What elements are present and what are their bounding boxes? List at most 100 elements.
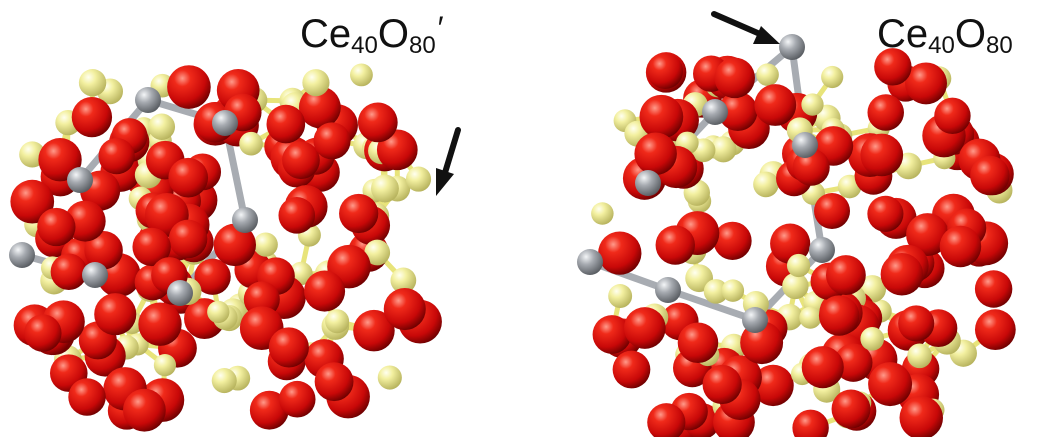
cerium-atom xyxy=(591,202,614,225)
cerium-atom xyxy=(377,365,402,390)
cerium-atom xyxy=(211,368,237,394)
cerium-atom xyxy=(207,300,230,324)
grey-cerium-atom xyxy=(577,249,603,275)
cerium-atom xyxy=(782,272,809,300)
grey-cerium-atom xyxy=(135,87,161,113)
cerium-atom xyxy=(721,279,745,302)
arrow-down-left-icon xyxy=(436,127,461,196)
label-count-2: 80 xyxy=(985,32,1013,59)
oxygen-atom xyxy=(867,94,904,131)
oxygen-atom xyxy=(718,91,758,131)
grey-cerium-atom xyxy=(67,167,93,193)
arrow-down-right-icon xyxy=(711,11,780,44)
right-cluster-model xyxy=(577,34,1016,437)
oxygen-atom xyxy=(592,315,632,354)
oxygen-atom xyxy=(714,57,755,99)
grey-cerium-atom xyxy=(635,170,661,196)
oxygen-atom xyxy=(598,231,642,275)
cerium-atom xyxy=(364,239,391,266)
oxygen-atom xyxy=(974,270,1013,308)
oxygen-atom xyxy=(37,207,76,247)
grey-cerium-atom xyxy=(779,34,805,60)
oxygen-atom xyxy=(168,157,209,198)
cerium-atom xyxy=(239,131,263,156)
left-cluster-model xyxy=(9,63,442,432)
oxygen-atom xyxy=(71,96,113,138)
oxygen-atom xyxy=(792,409,829,437)
oxygen-atom xyxy=(282,141,320,180)
oxygen-atom xyxy=(939,225,982,268)
oxygen-atom xyxy=(84,231,123,270)
oxygen-atom xyxy=(304,270,346,312)
oxygen-atom xyxy=(834,343,873,382)
oxygen-atom xyxy=(874,48,912,86)
cerium-atom xyxy=(325,309,350,334)
oxygen-atom xyxy=(298,86,341,129)
oxygen-atom xyxy=(905,62,948,105)
oxygen-atom xyxy=(647,403,686,437)
oxygen-atom xyxy=(934,97,971,135)
grey-cerium-atom xyxy=(702,99,728,125)
grey-cerium-atom xyxy=(809,237,835,263)
oxygen-atom xyxy=(314,362,354,402)
oxygen-atom xyxy=(278,197,316,234)
oxygen-atom xyxy=(122,388,166,432)
label-element-2: O xyxy=(377,12,409,56)
cerium-atom xyxy=(907,343,932,369)
label-element-1: Ce xyxy=(300,12,352,56)
oxygen-atom xyxy=(752,364,794,407)
oxygen-atom xyxy=(266,104,306,144)
oxygen-atom xyxy=(825,255,866,295)
oxygen-atom xyxy=(867,195,904,232)
cerium-atom xyxy=(710,136,737,163)
oxygen-atom xyxy=(801,346,844,389)
grey-cerium-atom xyxy=(82,262,108,288)
oxygen-atom xyxy=(213,223,257,267)
oxygen-atom xyxy=(98,137,135,175)
oxygen-atom xyxy=(814,193,851,230)
oxygen-atom xyxy=(50,253,88,290)
grey-bond xyxy=(664,286,759,324)
oxygen-atom xyxy=(770,223,811,264)
atoms xyxy=(9,63,442,432)
oxygen-atom xyxy=(818,295,860,336)
cerium-atom xyxy=(786,253,811,278)
grey-cerium-atom xyxy=(655,277,681,303)
oxygen-atom xyxy=(646,52,684,89)
oxygen-atom xyxy=(880,252,924,296)
oxygen-atom xyxy=(194,258,231,295)
cerium-atom xyxy=(302,69,330,97)
oxygen-atom xyxy=(383,288,426,331)
left-cluster-label: Ce40O80′ xyxy=(300,12,444,58)
oxygen-atom xyxy=(899,396,943,437)
cerium-atom xyxy=(405,166,432,192)
grey-cerium-atom xyxy=(9,242,35,268)
label-count-1: 40 xyxy=(351,32,378,59)
cerium-atom xyxy=(148,113,176,141)
oxygen-atom xyxy=(831,389,871,429)
grey-cerium-atom xyxy=(212,110,238,136)
oxygen-atom xyxy=(634,132,677,176)
oxygen-atom xyxy=(313,122,351,160)
oxygen-atom xyxy=(974,309,1016,351)
oxygen-atom xyxy=(10,179,55,224)
oxygen-atom xyxy=(677,322,719,363)
oxygen-atom xyxy=(278,380,316,418)
oxygen-atom xyxy=(868,362,913,407)
cerium-atom xyxy=(153,354,177,377)
cerium-atom xyxy=(753,171,779,198)
oxygen-atom xyxy=(655,225,695,265)
cerium-atom xyxy=(78,69,107,97)
atoms xyxy=(577,34,1016,437)
oxygen-atom xyxy=(68,378,106,416)
cerium-atom xyxy=(371,174,399,203)
oxygen-atom xyxy=(860,133,904,177)
label-prime: ′ xyxy=(437,10,444,46)
grey-cerium-atom xyxy=(232,207,258,233)
oxygen-atom xyxy=(623,307,666,349)
oxygen-atom xyxy=(268,327,309,368)
oxygen-atom xyxy=(357,102,398,143)
label-element-2: O xyxy=(954,12,986,56)
cerium-atom xyxy=(253,232,278,257)
